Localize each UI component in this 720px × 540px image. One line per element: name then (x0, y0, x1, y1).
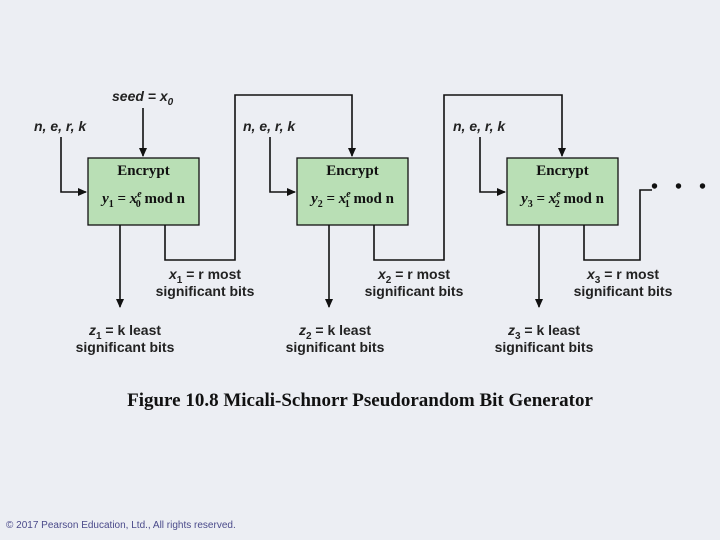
stage1-input-label: n, e, r, k (34, 118, 87, 134)
encrypt-box-1 (87, 157, 200, 226)
stage1-feedback-line (164, 94, 356, 261)
encrypt-formula-1: y1 = xe0 mod n (102, 189, 185, 210)
stage2-lsb-label: z2 = k least significant bits (285, 322, 385, 355)
stage2-input-label: n, e, r, k (243, 118, 296, 134)
stage2-msb-label: x2 = r most significant bits (364, 266, 464, 299)
encrypt-title-3: Encrypt (536, 163, 589, 179)
encrypt-formula-3: y3 = xe2 mod n (521, 189, 604, 210)
stage3-input-label: n, e, r, k (453, 118, 506, 134)
stage3-lsb-label: z3 = k least significant bits (494, 322, 594, 355)
encrypt-title-1: Encrypt (117, 163, 170, 179)
seed-label: seed = x0 (112, 88, 174, 108)
stage1-msb-label: x1 = r most significant bits (155, 266, 255, 299)
copyright-notice: © 2017 Pearson Education, Ltd., All righ… (6, 520, 236, 531)
stage3-feedback-line (583, 189, 652, 261)
stage2-feedback-line (373, 94, 566, 261)
encrypt-formula-2: y2 = xe1 mod n (311, 189, 394, 210)
stage3-input-arrow (479, 137, 506, 196)
figure-caption: Figure 10.8 Micali-Schnorr Pseudorandom … (127, 390, 593, 411)
encrypt-title-2: Encrypt (326, 163, 379, 179)
stage2-input-arrow (269, 137, 296, 196)
stage1-input-arrow (60, 137, 87, 196)
stage1-lsb-label: z1 = k least significant bits (75, 322, 175, 355)
continuation-dots: • • • (651, 176, 713, 198)
stage3-msb-label: x3 = r most significant bits (573, 266, 673, 299)
encrypt-box-2 (296, 157, 409, 226)
encrypt-box-3 (506, 157, 619, 226)
